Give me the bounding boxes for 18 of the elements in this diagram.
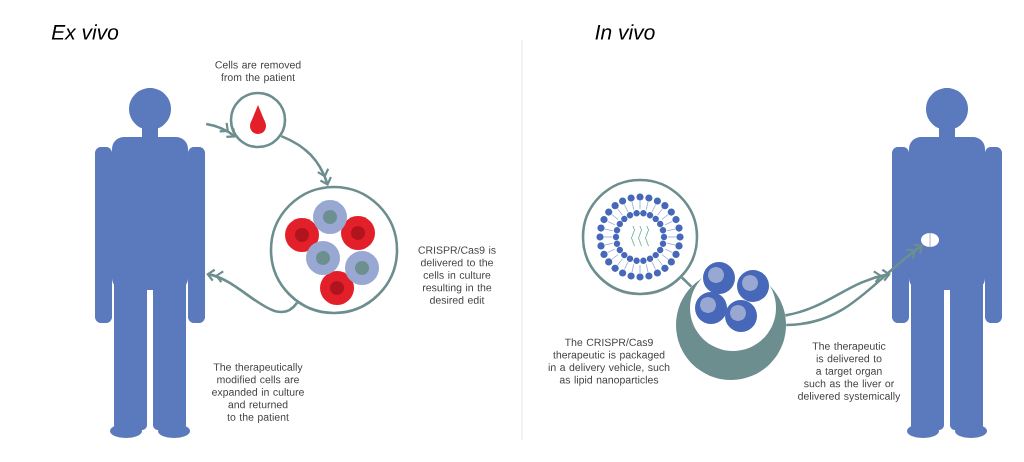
arrow bbox=[205, 122, 236, 138]
liver-drawing bbox=[921, 232, 939, 248]
lipid-nanoparticle-circle bbox=[581, 178, 699, 296]
section-heading: Ex vivo bbox=[51, 24, 119, 40]
arrow bbox=[280, 134, 332, 186]
caption-text: CRISPR/Cas9 is delivered to the cells in culture resulting in the desired edit bbox=[418, 246, 496, 304]
nanoparticle-cup-drawing bbox=[676, 262, 786, 380]
connector-line bbox=[681, 276, 693, 288]
arrow bbox=[786, 243, 924, 327]
arrow bbox=[785, 268, 891, 317]
cell-culture-circle bbox=[269, 185, 399, 315]
caption-text: The therapeutic is delivered to a target organ such as the liver or delivered systemically bbox=[798, 342, 901, 402]
arrow bbox=[206, 268, 299, 314]
person-silhouette bbox=[95, 88, 205, 438]
blood-drop-circle bbox=[229, 91, 287, 149]
caption-text: The CRISPR/Cas9 therapeutic is packaged in a delivery vehicle, such as lipid nanoparticles bbox=[548, 338, 670, 386]
caption-text: Cells are removed from the patient bbox=[215, 60, 301, 84]
section-heading: In vivo bbox=[595, 24, 655, 40]
